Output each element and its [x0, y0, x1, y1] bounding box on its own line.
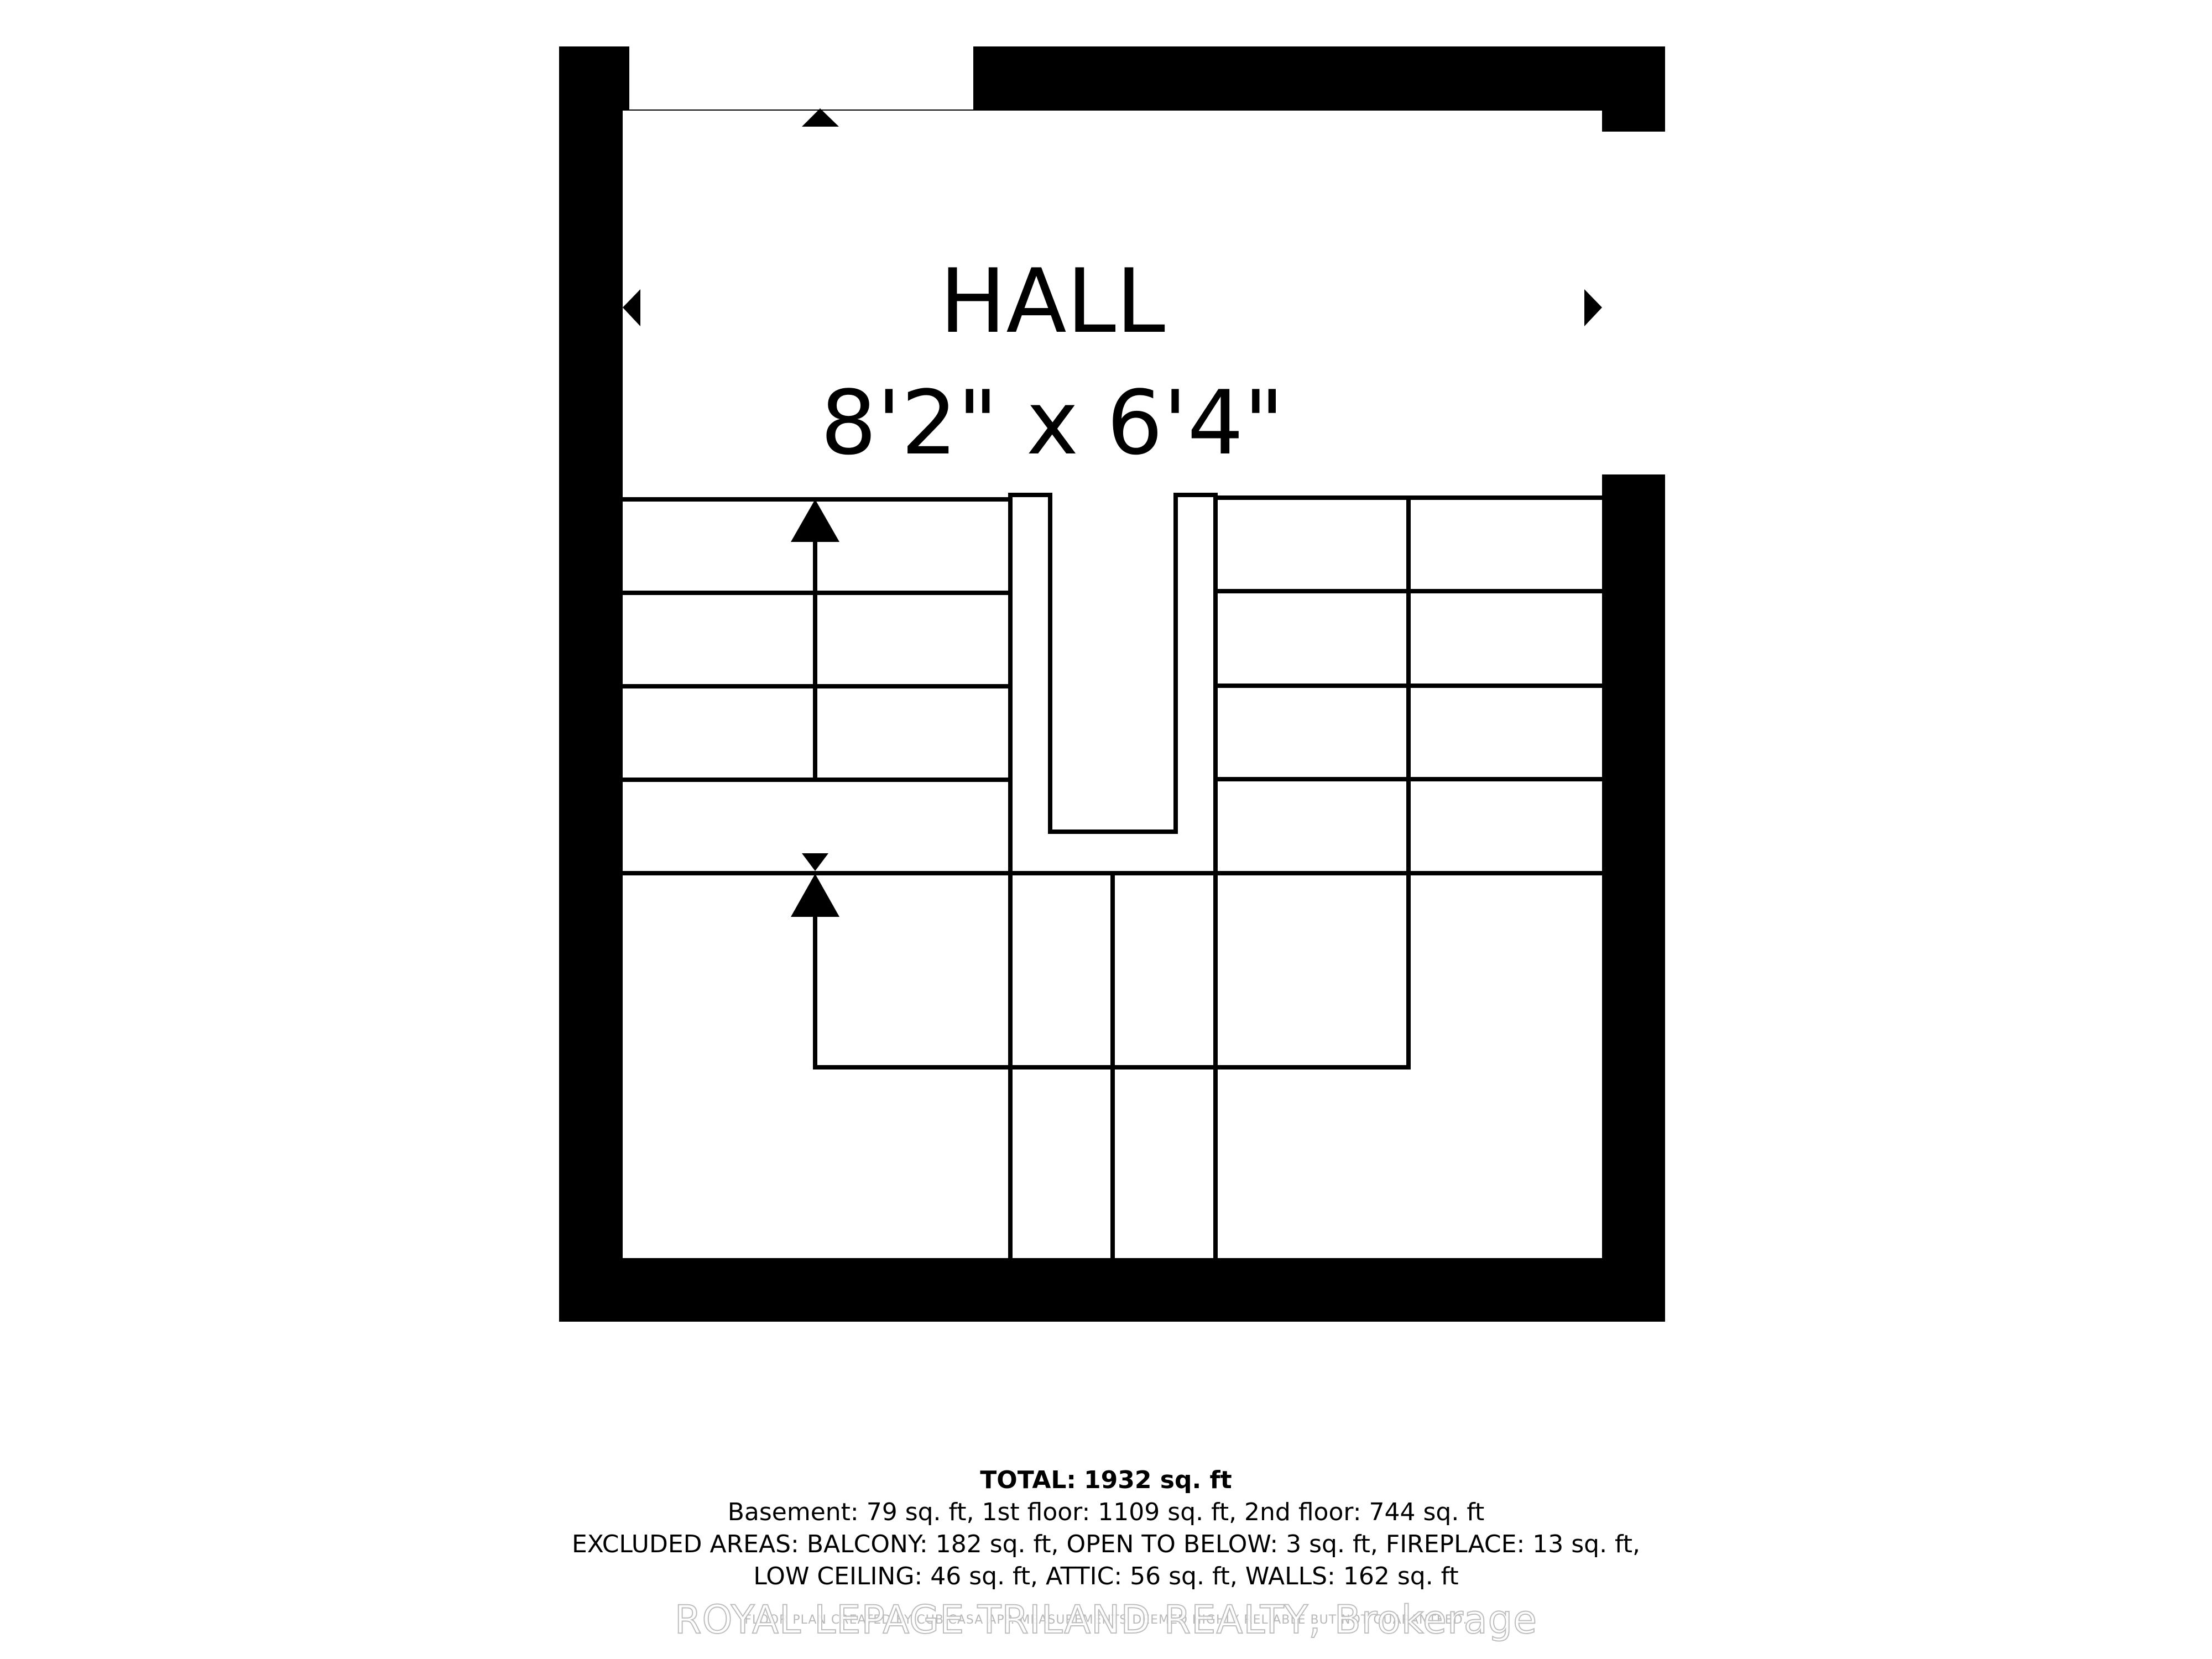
brokerage-watermark: ROYAL LEPAGE TRILAND REALTY, Brokerage: [674, 1597, 1538, 1643]
total-line: TOTAL: 1932 sq. ft: [0, 1464, 2212, 1496]
left-arrow-icon: [623, 289, 640, 326]
top-door-arrow-icon: [802, 108, 839, 127]
floor-plan: HALL 8'2" x 6'4": [559, 46, 1665, 1322]
excluded-areas-cont: LOW CEILING: 46 sq. ft, ATTIC: 56 sq. ft…: [753, 1562, 1459, 1590]
total-value: 1932 sq. ft: [1084, 1466, 1232, 1494]
staircase: [623, 493, 1602, 1258]
room-name: HALL: [940, 249, 1165, 353]
right-arrow-icon: [1584, 289, 1602, 326]
stair-up-arrow-lower-icon: [791, 874, 839, 917]
room-dimensions: 8'2" x 6'4": [821, 371, 1285, 474]
disclaimer: FLOOR PLAN CREATED BY CUBICASA APP. MEAS…: [744, 1613, 1468, 1627]
area-summary: TOTAL: 1932 sq. ft Basement: 79 sq. ft, …: [0, 1464, 2212, 1593]
floor-areas: Basement: 79 sq. ft, 1st floor: 1109 sq.…: [727, 1498, 1485, 1526]
excluded-areas: EXCLUDED AREAS: BALCONY: 182 sq. ft, OPE…: [571, 1530, 1641, 1558]
stair-down-arrow-icon: [802, 853, 828, 871]
stair-up-arrow-icon: [791, 499, 839, 542]
opening-right: [1601, 132, 1665, 474]
total-label: TOTAL:: [980, 1466, 1076, 1494]
door-opening-top: [629, 46, 973, 109]
